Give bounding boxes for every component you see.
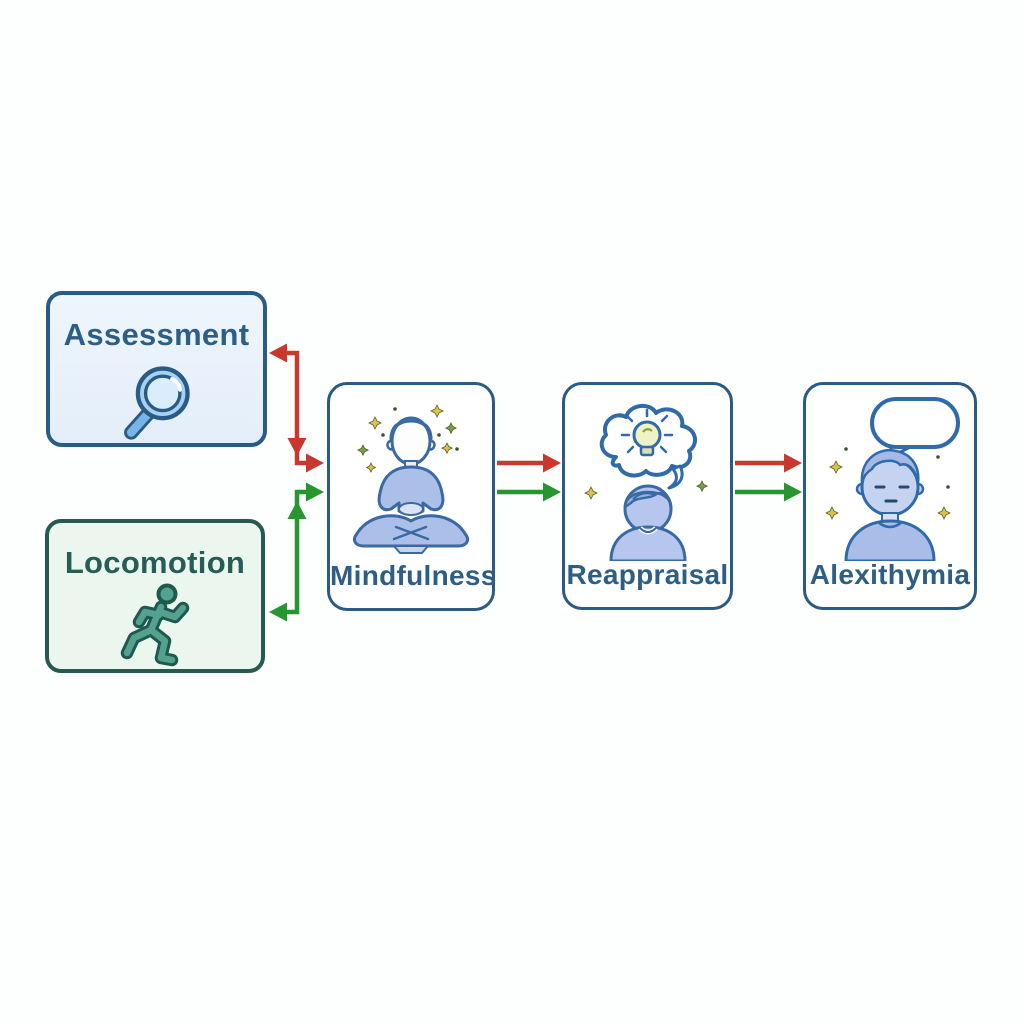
sparkles [357,404,457,473]
edge-red-reappraisal-alexithymia [735,453,802,473]
node-mindfulness: Mindfulness [327,382,497,611]
node-mindfulness-label: Mindfulness [330,560,497,591]
edge-green-mindfulness-reappraisal [497,482,561,502]
node-alexithymia: Alexithymia [803,382,977,610]
node-locomotion-label: Locomotion [64,545,246,580]
meditating-person-icon [352,404,470,554]
node-reappraisal: Reappraisal [562,382,733,610]
node-alexithymia-label: Alexithymia [809,559,971,590]
magnifier-icon [123,366,190,440]
node-assessment-label: Assessment [63,317,250,352]
edge-red-mindfulness-reappraisal [497,453,561,473]
edge-red-assessment-mindfulness [269,343,324,473]
thought-lightbulb-person-icon [583,404,708,561]
node-reappraisal-label: Reappraisal [566,559,729,590]
runner-icon [120,583,190,667]
node-locomotion: Locomotion [45,519,265,673]
node-assessment: Assessment [46,291,267,447]
edge-green-reappraisal-alexithymia [735,482,802,502]
edge-green-locomotion-mindfulness [269,482,324,622]
speech-bubble-person-icon [825,397,960,561]
